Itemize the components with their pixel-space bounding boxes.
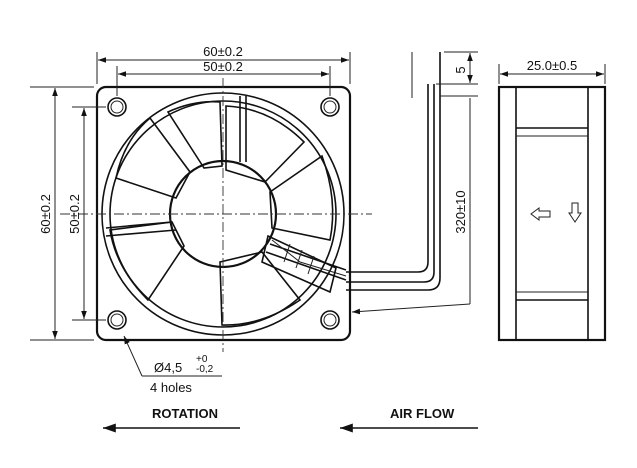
hole-tolerance-lower: -0,2 — [196, 364, 214, 375]
cable-wire — [346, 84, 429, 273]
overall-width-label: 60±0.2 — [203, 44, 243, 59]
side-view: 25.0±0.5 — [497, 58, 607, 342]
mounting-hole — [107, 310, 127, 330]
support-struts — [105, 96, 347, 281]
airflow-label: AIR FLOW — [390, 406, 455, 421]
hole-width-label: 50±0.2 — [203, 59, 243, 74]
fan-blade — [219, 251, 302, 326]
cable-wire — [346, 84, 435, 283]
hole-tolerance-upper: +0 — [196, 354, 208, 365]
hole-count-label: 4 holes — [150, 380, 192, 395]
overall-height-label: 60±0.2 — [38, 194, 53, 234]
fan-blades — [109, 100, 334, 326]
hole-callout-leader — [123, 335, 143, 377]
fan-blade — [225, 105, 306, 183]
down-arrow-icon — [568, 202, 582, 223]
cable-length-leader — [351, 303, 471, 315]
mounting-holes — [107, 97, 340, 330]
fan-blade — [109, 221, 185, 302]
fan-blade — [269, 154, 334, 241]
cable-wire — [346, 52, 441, 291]
mounting-hole — [320, 97, 340, 117]
legend: ROTATION AIR FLOW — [103, 406, 478, 433]
wire-connector — [261, 234, 337, 294]
left-arrow-icon — [530, 207, 551, 221]
mounting-hole — [320, 310, 340, 330]
mounting-hole — [107, 97, 127, 117]
strip-length-label: 5 — [453, 66, 468, 73]
side-housing — [497, 85, 607, 342]
hole-height-label: 50±0.2 — [67, 194, 82, 234]
fan-frame — [95, 85, 352, 342]
cable-lead: 5 320±10 — [346, 51, 478, 315]
cable-length-label: 320±10 — [453, 190, 468, 233]
rotation-label: ROTATION — [152, 406, 218, 421]
hole-diameter-label: Ø4,5 — [154, 360, 182, 375]
depth-label: 25.0±0.5 — [527, 58, 578, 73]
fan-blade — [115, 116, 191, 199]
fan-blade — [166, 100, 223, 169]
front-view: 60±0.2 50±0.2 60±0.2 50±0.2 Ø4,5 +0 -0,2… — [30, 44, 372, 395]
